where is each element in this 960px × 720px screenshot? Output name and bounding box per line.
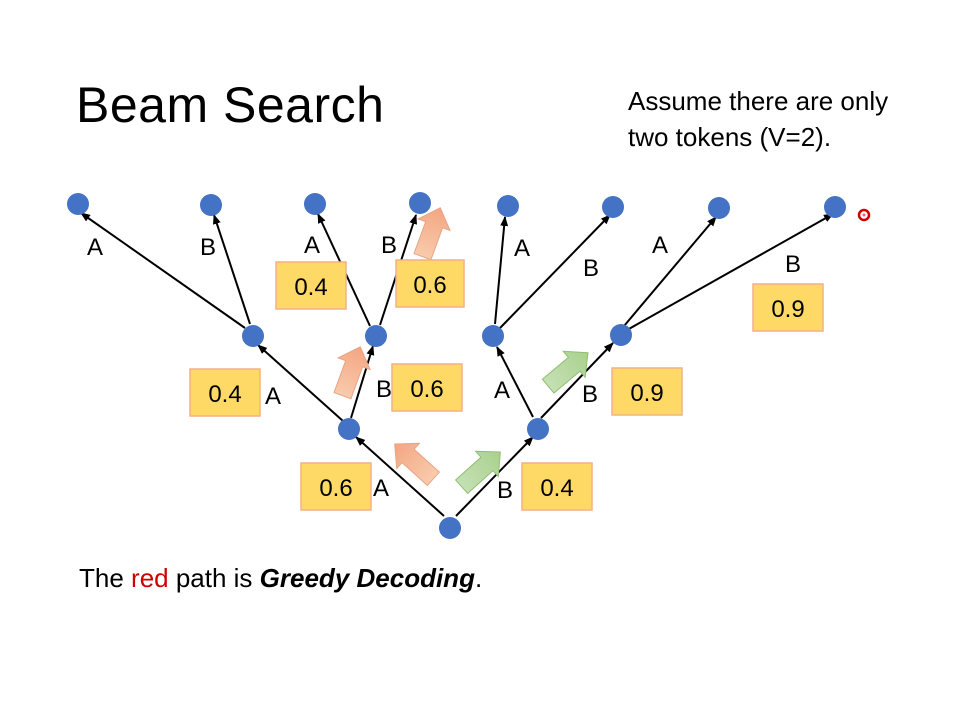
- probability-value: 0.6: [410, 376, 443, 403]
- tree-node-leaf-8: [824, 196, 846, 218]
- footer-red-word: red: [131, 563, 169, 593]
- branch-label: A: [514, 235, 530, 262]
- branch-label: A: [87, 234, 103, 261]
- tree-node-l1-right: [527, 418, 549, 440]
- tree-node-leaf-7: [708, 197, 730, 219]
- branch-label: B: [583, 255, 599, 282]
- branch-label: B: [497, 477, 513, 504]
- greedy-path-arrow-3: [413, 207, 451, 261]
- branch-label: B: [376, 376, 392, 403]
- tree-node-l1-left: [338, 418, 360, 440]
- probability-box: 0.6: [391, 363, 463, 412]
- edge-l2-n4-a: [623, 216, 717, 327]
- probability-box: 0.6: [300, 462, 372, 511]
- branch-label: B: [381, 232, 397, 259]
- greedy-decoding-note: The red path is Greedy Decoding.: [79, 563, 482, 594]
- assumption-note-line1: Assume there are only: [628, 86, 889, 116]
- greedy-path-arrow-1: [394, 442, 441, 487]
- tree-node-l2-n2: [365, 325, 387, 347]
- slide-title: Beam Search: [76, 77, 385, 133]
- edge-root-a: [355, 436, 445, 517]
- tree-node-root: [439, 517, 461, 539]
- branch-label: A: [494, 377, 510, 404]
- greedy-path-arrow-2: [333, 346, 371, 400]
- tree-node-leaf-6: [602, 196, 624, 218]
- tree-node-l2-n3: [482, 325, 504, 347]
- assumption-note-line2: two tokens (V=2).: [628, 122, 832, 152]
- branch-label: B: [200, 234, 216, 261]
- edge-l2-n1-a: [80, 212, 246, 329]
- tree-node-leaf-2: [200, 194, 222, 216]
- probability-value: 0.4: [540, 475, 573, 502]
- probability-value: 0.9: [630, 380, 663, 407]
- edge-l1-left-b: [350, 345, 375, 419]
- branch-label: A: [304, 232, 320, 259]
- probability-value: 0.9: [771, 296, 804, 323]
- edge-l2-n3-a: [494, 216, 509, 325]
- probability-box: 0.4: [189, 368, 261, 417]
- edge-l1-left-a: [257, 344, 344, 422]
- probability-box: 0.9: [611, 367, 683, 416]
- laser-pointer-core: [862, 213, 866, 217]
- probability-box: 0.6: [395, 259, 465, 308]
- branch-label: B: [582, 381, 598, 408]
- edge-l1-right-a: [496, 346, 534, 418]
- edge-l2-n3-b: [499, 214, 611, 329]
- footer-prefix: The: [79, 563, 132, 593]
- footer-middle: path is: [168, 563, 260, 593]
- tree-node-leaf-3: [304, 193, 326, 215]
- tree-node-leaf-5: [497, 195, 519, 217]
- footer-emphasis: Greedy Decoding: [259, 563, 475, 593]
- beam-path-arrow-1: [454, 450, 501, 495]
- beam-path-arrow-2: [541, 350, 589, 394]
- tree-node-l2-n4: [610, 324, 632, 346]
- edge-root-b: [455, 436, 534, 517]
- edge-l2-n1-b: [213, 214, 251, 325]
- footer-suffix: .: [474, 563, 483, 593]
- probability-box: 0.4: [275, 261, 347, 310]
- probability-value: 0.4: [208, 381, 241, 408]
- probability-value: 0.6: [413, 272, 446, 299]
- probability-box: 0.9: [752, 283, 824, 332]
- probability-value: 0.4: [294, 274, 327, 301]
- branch-label: A: [265, 383, 281, 410]
- edge-l2-n4-b: [626, 213, 834, 331]
- branch-label: A: [652, 232, 668, 259]
- edge-l1-right-b: [540, 342, 614, 419]
- tree-node-l2-n1: [242, 325, 264, 347]
- tree-node-leaf-4: [409, 192, 431, 214]
- branch-label: B: [785, 251, 801, 278]
- laser-pointer-icon: [857, 208, 871, 222]
- tree-node-leaf-1: [67, 193, 89, 215]
- probability-box: 0.4: [521, 462, 593, 511]
- branch-label: A: [373, 475, 389, 502]
- probability-value: 0.6: [319, 475, 352, 502]
